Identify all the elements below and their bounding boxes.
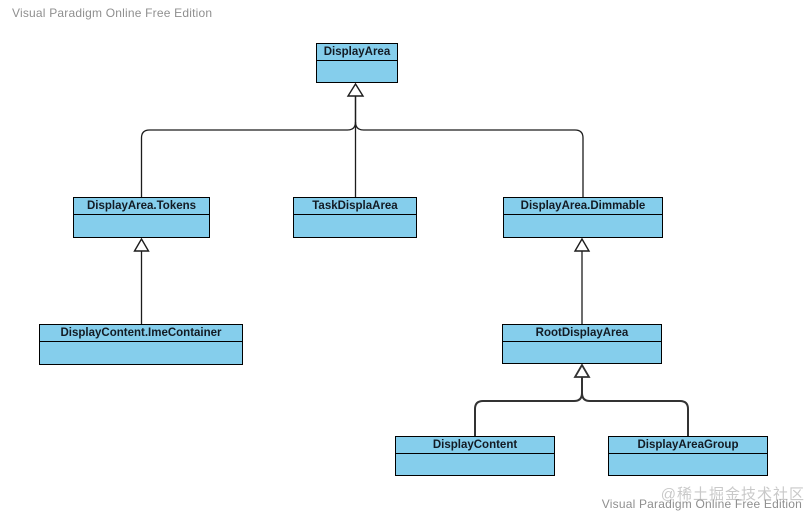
class-box-displaycontent-imecontainer: DisplayContent.ImeContainer xyxy=(39,324,243,365)
class-name-displayareagroup: DisplayAreaGroup xyxy=(609,437,767,454)
watermark-top-left: Visual Paradigm Online Free Edition xyxy=(12,6,213,20)
inheritance-triangle-dimmable xyxy=(573,237,591,252)
class-name-taskdisplaarea: TaskDisplaArea xyxy=(294,198,416,215)
class-attributes-compartment xyxy=(294,215,416,237)
class-attributes-compartment xyxy=(317,61,397,82)
class-box-displayarea: DisplayArea xyxy=(316,43,398,83)
connector-displaycontent-to-rootdisplayarea xyxy=(474,377,583,436)
class-name-displayarea-dimmable: DisplayArea.Dimmable xyxy=(504,198,662,215)
class-box-taskdisplaarea: TaskDisplaArea xyxy=(293,197,417,238)
class-name-rootdisplayarea: RootDisplayArea xyxy=(503,325,661,342)
community-watermark: @稀土掘金技术社区 xyxy=(660,486,805,503)
class-name-displayarea: DisplayArea xyxy=(317,44,397,61)
class-box-displayarea-dimmable: DisplayArea.Dimmable xyxy=(503,197,663,238)
class-box-displayareagroup: DisplayAreaGroup xyxy=(608,436,768,476)
inheritance-triangle-tokens xyxy=(133,237,150,252)
connector-tokens-to-displayarea xyxy=(140,96,357,197)
class-box-displayarea-tokens: DisplayArea.Tokens xyxy=(73,197,210,238)
class-name-displaycontent: DisplayContent xyxy=(396,437,554,454)
class-box-rootdisplayarea: RootDisplayArea xyxy=(502,324,662,364)
class-attributes-compartment xyxy=(609,454,767,475)
connector-displayareagroup-to-rootdisplayarea xyxy=(581,392,689,436)
class-name-displayarea-tokens: DisplayArea.Tokens xyxy=(74,198,209,215)
inheritance-triangle-displayarea xyxy=(346,82,365,97)
connector-dimmable-to-displayarea xyxy=(354,121,584,197)
class-attributes-compartment xyxy=(504,215,662,237)
watermark-bottom-right: Visual Paradigm Online Free Edition xyxy=(601,497,802,511)
class-attributes-compartment xyxy=(74,215,209,237)
class-box-displaycontent: DisplayContent xyxy=(395,436,555,476)
class-attributes-compartment xyxy=(40,342,242,364)
inheritance-triangle-rootdisplayarea xyxy=(573,363,591,378)
class-attributes-compartment xyxy=(396,454,554,475)
class-name-displaycontent-imecontainer: DisplayContent.ImeContainer xyxy=(40,325,242,342)
class-attributes-compartment xyxy=(503,342,661,363)
